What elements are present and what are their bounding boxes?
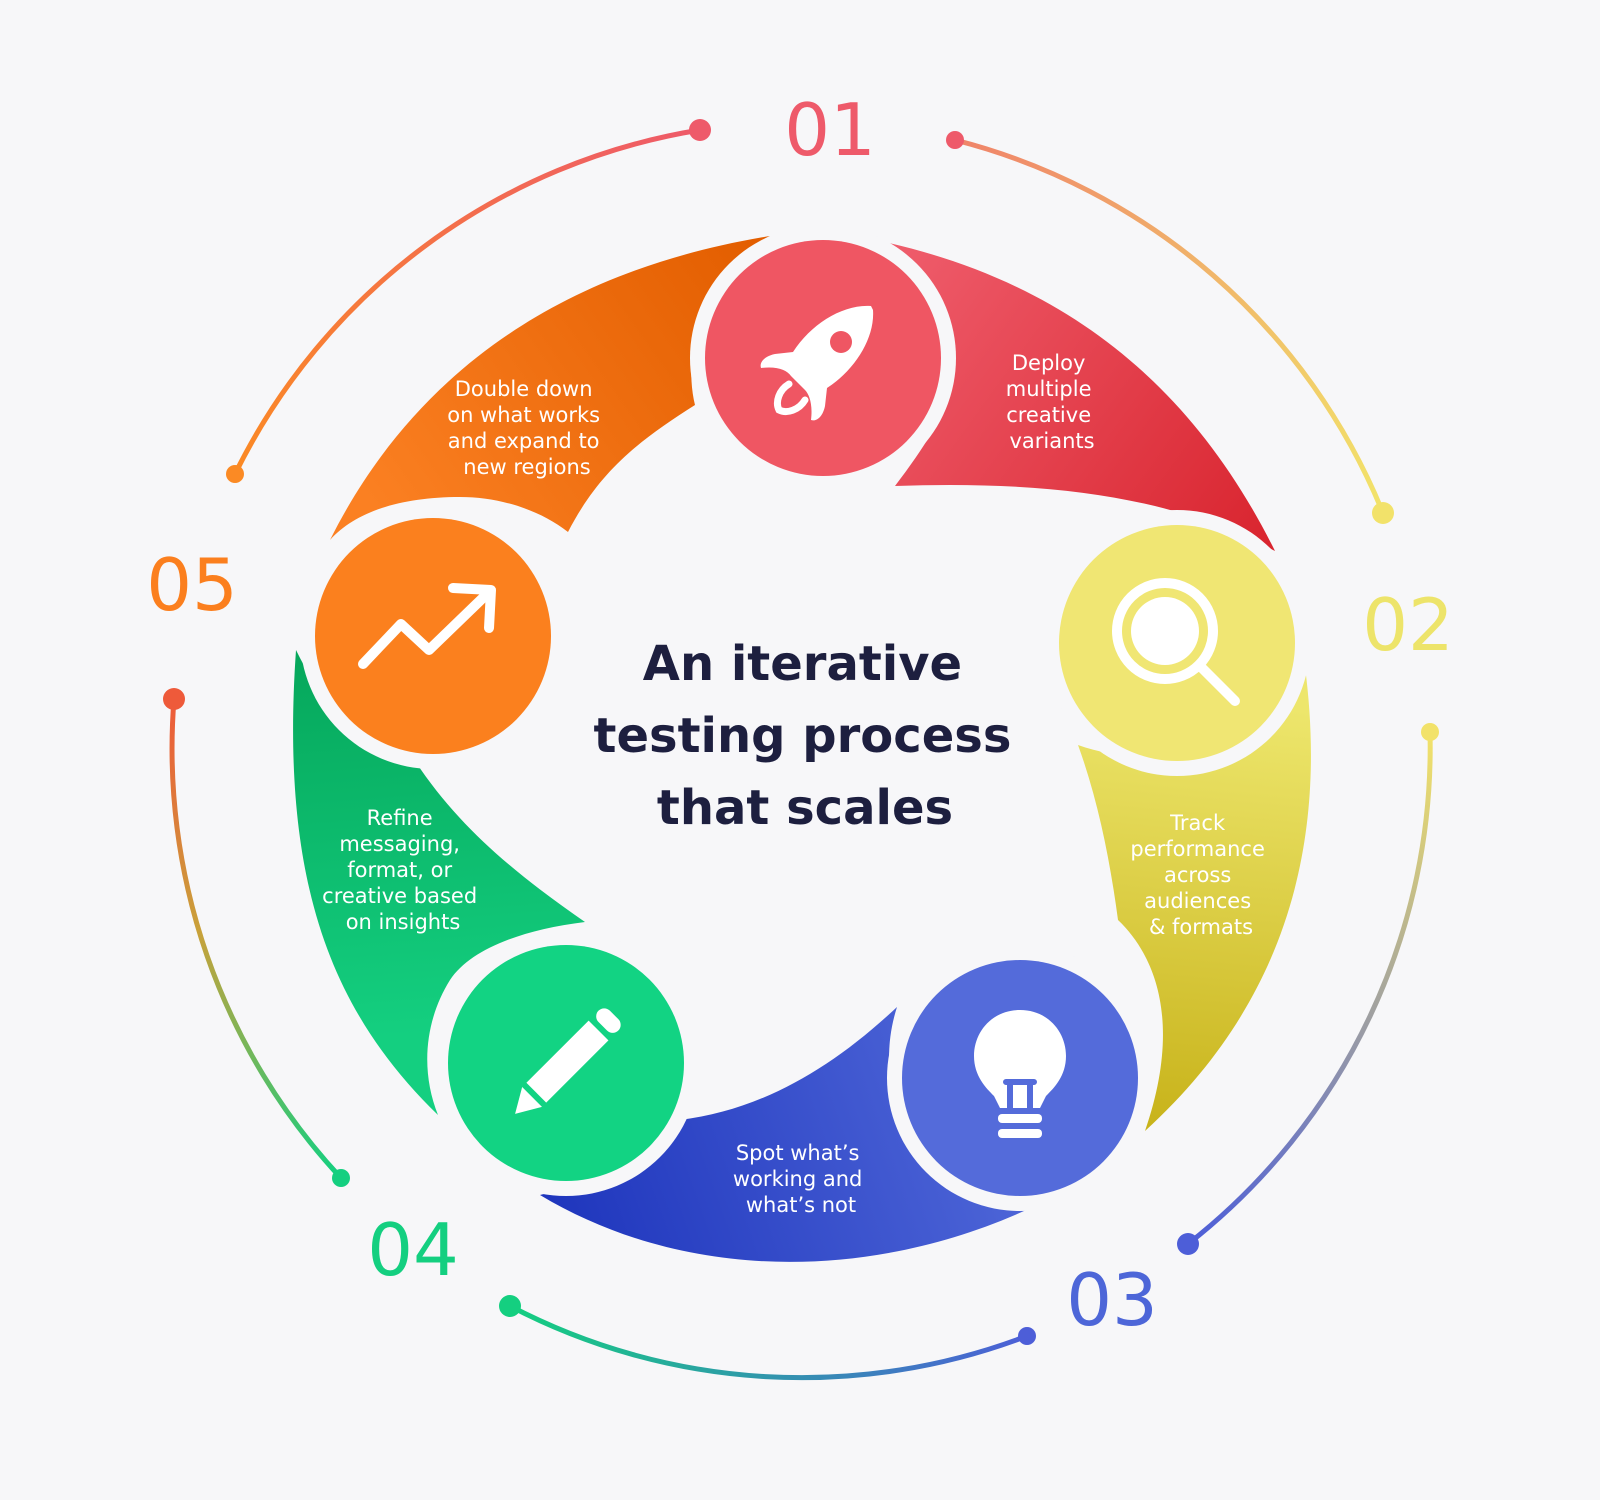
outer-dot-01a: [946, 131, 964, 149]
outer-dot-03b: [499, 1295, 521, 1317]
outer-dot-04a: [332, 1169, 350, 1187]
outer-ring: [163, 119, 1439, 1381]
outer-arc-03: [507, 1303, 1030, 1381]
outer-dot-02a: [1421, 723, 1439, 741]
step-04-description: Refine messaging, format, or creative ba…: [322, 806, 484, 934]
step-descriptions: Deploy multiple creative variants Track …: [322, 351, 1271, 1217]
outer-arc-02: [1185, 729, 1433, 1247]
outer-arc-04: [169, 696, 344, 1181]
trend-arrow-icon: [358, 583, 496, 669]
step-05-icon-circle: [300, 503, 566, 769]
outer-dot-03a: [1018, 1327, 1036, 1345]
pencil-icon: [515, 1008, 621, 1114]
outer-dot-05a: [226, 465, 244, 483]
band-step-02: [1078, 667, 1311, 1131]
step-number-03: 03: [1066, 1258, 1158, 1342]
band-step-01: [880, 241, 1275, 551]
band-step-03: [540, 1007, 1037, 1262]
step-number-01: 01: [784, 88, 876, 172]
step-numbers: 01 02 03 04 05: [146, 88, 1454, 1342]
outer-arc-01: [952, 137, 1386, 516]
cycle-bands: [293, 236, 1311, 1262]
outer-dot-04b: [163, 688, 185, 710]
step-03-description: Spot what’s working and what’s not: [733, 1141, 869, 1217]
step-number-02: 02: [1362, 583, 1454, 667]
step-number-04: 04: [367, 1208, 459, 1292]
band-step-04: [293, 650, 585, 1115]
step-05-description: Double down on what works and expand to …: [447, 377, 607, 479]
outer-arc-05: [232, 127, 703, 477]
outer-dot-05b: [689, 119, 711, 141]
band-step-05: [330, 236, 770, 540]
step-number-05: 05: [146, 543, 238, 627]
diagram-title: An iterative testing process that scales: [594, 636, 1017, 836]
magnifier-icon: [1112, 578, 1240, 706]
outer-dot-01b: [1372, 502, 1394, 524]
step-01-description: Deploy multiple creative variants: [1006, 351, 1098, 453]
rocket-icon: [760, 305, 874, 421]
step-02-description: Track performance across audiences & for…: [1130, 811, 1271, 939]
outer-dot-02b: [1177, 1233, 1199, 1255]
lightbulb-icon: [974, 1010, 1066, 1138]
